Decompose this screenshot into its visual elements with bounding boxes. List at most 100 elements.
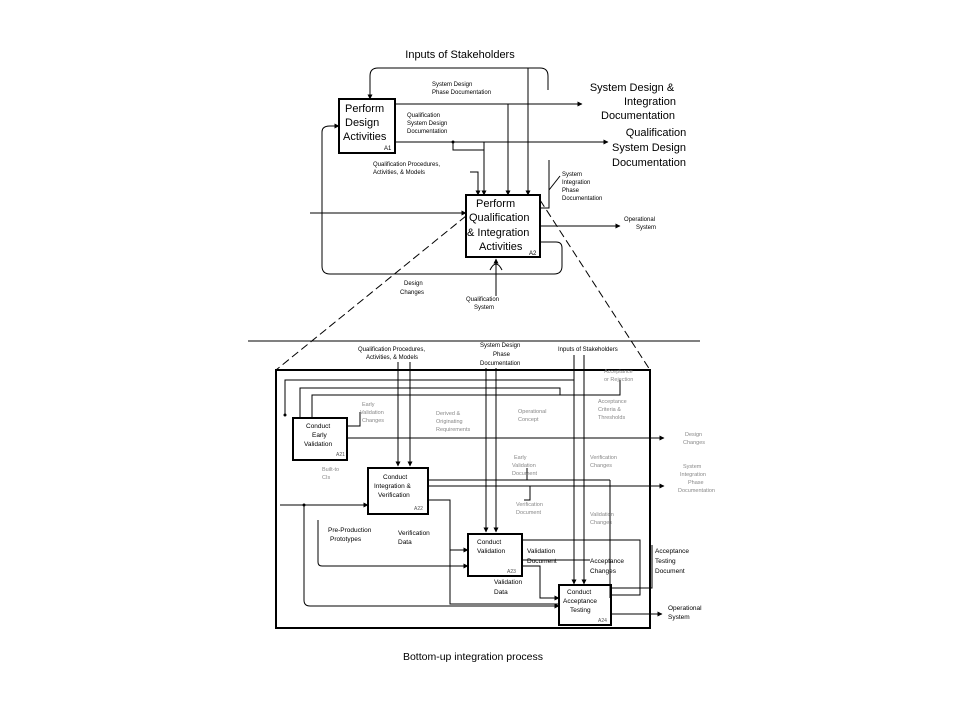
b-val-changes-2: Changes xyxy=(590,520,612,526)
b-early-val-doc-1: Early xyxy=(514,455,527,461)
b-early-val-changes-1: Early xyxy=(362,402,375,408)
b-early-val-doc-2: Validation xyxy=(512,463,536,469)
qual-proc-arrow xyxy=(470,171,481,196)
b-ver-changes-1: Verification xyxy=(590,455,617,461)
out-sysdesign-line-1: System Design & xyxy=(590,82,675,94)
stakeholder-bracket xyxy=(369,67,549,97)
box-a1-line-1: Perform xyxy=(345,103,384,115)
b-accept-crit-2: Criteria & xyxy=(598,407,621,413)
b-sysint-2: Integration xyxy=(680,472,706,478)
b-accept-crit-1: Acceptance xyxy=(598,399,627,405)
b-sysdesign-line-1: System Design xyxy=(480,343,520,349)
box-a21-line-3: Validation xyxy=(304,441,332,448)
box-a22-code: A22 xyxy=(414,506,423,512)
b-op-concept-2: Concept xyxy=(518,417,539,423)
box-a2-line-2: Qualification xyxy=(469,212,530,224)
top-diagram: Inputs of Stakeholders Perform Design Ac… xyxy=(310,49,686,311)
b-ver-doc-2: Document xyxy=(516,510,542,516)
b-val-data-1: Validation xyxy=(494,579,522,586)
box-a23: Conduct Validation A23 xyxy=(467,533,523,577)
b-preprod-1: Pre-Production xyxy=(328,527,372,534)
b-route-top-3 xyxy=(299,387,561,418)
qual-proc-line-1: Qualification Procedures, xyxy=(373,162,440,168)
b-acc-changes-2: Changes xyxy=(590,568,617,575)
box-a21-line-1: Conduct xyxy=(306,423,330,430)
caption: Bottom-up integration process xyxy=(403,651,543,663)
b-acc-changes-1: Acceptance xyxy=(590,558,624,565)
b-design-changes-2: Changes xyxy=(683,440,705,446)
sys-int-doc-line-1: System xyxy=(562,172,582,178)
box-a2-line-1: Perform xyxy=(476,198,515,210)
b-a24-feedback xyxy=(522,539,641,596)
b-route-a24-2 xyxy=(449,550,559,605)
b-built-to-2: CIs xyxy=(322,475,331,481)
box-a2-code: A2 xyxy=(529,251,537,257)
b-val-data-2: Data xyxy=(494,589,508,596)
box-a22-line-2: Integration & xyxy=(374,483,412,490)
qual-system-line-2: System xyxy=(474,305,494,311)
b-acc-test-doc-2: Testing xyxy=(655,558,676,565)
sys-int-doc-line-2: Integration xyxy=(562,180,590,186)
b-valdata-a24 xyxy=(522,565,560,601)
bottom-diagram: Qualification Procedures, Activities, & … xyxy=(275,343,715,629)
qual-connector xyxy=(452,142,484,151)
box-a23-line-1: Conduct xyxy=(477,539,501,546)
qual-sys-doc-small-line-2: System Design xyxy=(407,121,447,127)
b-acc-test-doc-1: Acceptance xyxy=(655,548,689,555)
b-val-changes-1: Validation xyxy=(590,512,614,518)
b-derived-req-3: Requirements xyxy=(436,427,470,433)
box-a1-line-2: Design xyxy=(345,117,379,129)
b-val-doc-2: Document xyxy=(527,558,557,565)
b-accept-reject-2: or Rejection xyxy=(604,377,633,383)
box-a2: Perform Qualification & Integration Acti… xyxy=(465,194,541,258)
b-sysint-4: Documentation xyxy=(678,488,715,494)
out-qual-line-1: Qualification xyxy=(626,127,687,139)
b-a24-acc-doc xyxy=(611,545,653,589)
op-system-line-1: Operational xyxy=(624,217,655,223)
sys-int-doc-tick xyxy=(548,175,561,191)
sys-int-doc-line-3: Phase xyxy=(562,188,580,194)
box-a22-line-3: Verification xyxy=(378,492,410,499)
b-input-a24 xyxy=(303,505,560,609)
b-preprod-2: Prototypes xyxy=(330,536,362,543)
box-a1-code: A1 xyxy=(384,146,392,152)
box-a22: Conduct Integration & Verification A22 xyxy=(367,467,429,515)
sys-int-doc-line-4: Documentation xyxy=(562,196,602,202)
sys-design-phase-doc-line-1: System Design xyxy=(432,82,472,88)
box-a24-code: A24 xyxy=(598,618,607,624)
b-ver-doc-hook xyxy=(524,486,531,501)
box-a21-code: A21 xyxy=(336,452,345,458)
b-ver-changes-2: Changes xyxy=(590,463,612,469)
b-derived-req-1: Derived & xyxy=(436,411,460,417)
b-preprod-a23 xyxy=(317,520,469,569)
box-a21-frame xyxy=(292,417,348,461)
box-a24: Conduct Acceptance Testing A24 xyxy=(558,584,612,626)
b-early-val-changes-2: Validation xyxy=(360,410,384,416)
b-qual-proc-line-2: Activities, & Models xyxy=(366,355,418,361)
box-a24-line-1: Conduct xyxy=(567,589,591,596)
b-sysdesign-line-3: Documentation xyxy=(480,361,520,367)
box-a23-code: A23 xyxy=(507,569,516,575)
b-accept-reject-1: Acceptance xyxy=(604,369,633,375)
qual-sys-doc-small-line-3: Documentation xyxy=(407,129,447,135)
box-a24-line-2: Acceptance xyxy=(563,598,597,605)
design-changes-line-2: Changes xyxy=(400,290,424,296)
box-a1: Perform Design Activities A1 xyxy=(338,98,396,154)
box-a21: Conduct Early Validation A21 xyxy=(292,417,348,461)
top-title: Inputs of Stakeholders xyxy=(405,49,515,61)
op-system-line-2: System xyxy=(636,225,656,231)
out-qual-line-2: System Design xyxy=(612,142,686,154)
b-op-system-1: Operational xyxy=(668,605,702,612)
qual-sys-doc-small-line-1: Qualification xyxy=(407,113,440,119)
b-acc-test-doc-3: Document xyxy=(655,568,685,575)
box-a1-frame xyxy=(338,98,396,154)
design-changes-loop xyxy=(321,123,563,275)
qual-system-hook xyxy=(489,263,503,271)
b-junction-1 xyxy=(283,413,287,417)
box-a23-frame xyxy=(467,533,523,577)
b-op-system-2: System xyxy=(668,614,690,621)
out-sysdesign-line-2: Integration xyxy=(624,96,676,108)
zoom-line-right xyxy=(539,199,651,371)
box-a23-line-2: Validation xyxy=(477,548,505,555)
